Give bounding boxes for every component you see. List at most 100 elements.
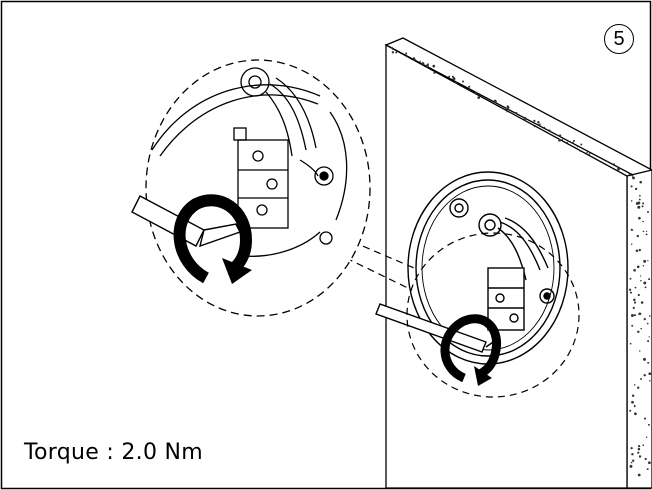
wall-speckle [448, 75, 451, 78]
device-inner-ring [415, 179, 561, 357]
wall-speckle [556, 134, 558, 136]
wall-speckle [641, 205, 644, 208]
wall-speckle [639, 275, 642, 277]
wall-speckle [645, 436, 648, 438]
wall-speckle [628, 288, 632, 291]
wall-speckle [632, 459, 635, 462]
wall-speckle [629, 291, 633, 294]
wall-speckle [645, 230, 648, 233]
wall-speckle [642, 264, 645, 267]
wall-speckle [643, 259, 647, 263]
wall-speckle [643, 357, 646, 361]
wall-speckle [646, 322, 649, 325]
wall-speckle [629, 409, 632, 412]
wall-speckle [533, 119, 536, 123]
wall-speckle [629, 464, 633, 468]
wall-speckle [454, 81, 457, 84]
wall-speckle [561, 138, 564, 141]
wall-speckle [642, 444, 645, 447]
wall-speckle [647, 361, 650, 364]
wall-speckle [468, 85, 471, 88]
wall-speckle [640, 301, 644, 304]
wall-speckle [572, 139, 576, 142]
wall-speckle [533, 125, 536, 128]
wall-speckle [638, 216, 641, 220]
wall-speckle [631, 394, 635, 397]
wall-speckle [579, 149, 582, 152]
wall-speckle [633, 298, 636, 300]
wall-speckle [576, 145, 579, 148]
wall-speckle [629, 277, 632, 280]
wall-speckle [643, 281, 647, 285]
wall-speckle [544, 128, 547, 131]
wall-speckle [461, 80, 465, 83]
detail-cable-clamp [314, 166, 334, 186]
wall-speckle [647, 260, 649, 262]
wall-speckle [640, 378, 643, 380]
wall-speckle [628, 173, 630, 175]
wall-speckle [537, 121, 540, 124]
wall-speckle [643, 374, 646, 376]
connector-line-bottom [345, 257, 413, 291]
wall-speckle [538, 123, 541, 126]
wall-speckle [643, 318, 646, 321]
wall-speckle [637, 444, 641, 448]
wall-speckle [647, 423, 650, 426]
wall-speckle [629, 342, 632, 345]
wall-speckle [639, 195, 641, 197]
wall-speckle [506, 106, 510, 109]
wall-speckle [642, 202, 645, 205]
wall-top-face [384, 37, 652, 186]
wall-speckle [630, 461, 633, 464]
wall-speckle [638, 248, 641, 252]
detail-cables [265, 77, 317, 157]
wall-speckle [613, 163, 615, 165]
wall-speckle [635, 187, 638, 190]
torque-label: Torque : 2.0 Nm [24, 440, 204, 465]
wall-speckle [631, 174, 634, 177]
wall-speckle [648, 336, 650, 338]
wall-speckle [580, 143, 583, 146]
wall-speckle [607, 160, 609, 163]
wall-speckle [405, 52, 408, 55]
wall-speckle [636, 234, 639, 238]
wall-speckle [637, 293, 640, 297]
wall-speckle [631, 324, 634, 327]
wall-speckle [432, 64, 436, 68]
wall-speckle [635, 249, 639, 252]
wall-speckle [395, 51, 398, 54]
wall-speckle [572, 141, 574, 143]
device-gland-inner [454, 203, 464, 213]
wall-speckle [632, 306, 635, 309]
wall-speckle [633, 384, 636, 386]
wall-speckle [630, 200, 633, 202]
wall-speckle [642, 230, 645, 233]
wall-speckle [637, 473, 641, 477]
wall-speckle [633, 314, 636, 317]
wall-speckle [637, 205, 641, 209]
wall-speckle [643, 417, 647, 420]
wall-speckle [638, 198, 641, 201]
wall-speckle [468, 89, 471, 91]
wall-speckle [648, 461, 651, 465]
wall-speckle [390, 46, 394, 49]
device-gland [449, 198, 469, 218]
wall-speckle [633, 404, 636, 407]
wall-speckle [633, 301, 637, 304]
wall-texture [390, 46, 652, 477]
step-number-badge: 5 [604, 24, 634, 54]
wall-speckle [506, 111, 508, 113]
wall-speckle [644, 286, 647, 289]
wall-speckle [640, 327, 642, 330]
device-terminal-block [487, 267, 525, 331]
wall-speckle [648, 278, 651, 281]
mounted-device [407, 171, 569, 365]
rotation-arrow-large [173, 194, 253, 284]
wall-speckle [630, 314, 634, 317]
wall-speckle [634, 286, 637, 289]
wall-speckle [644, 457, 647, 461]
wall-speckle [630, 185, 633, 188]
detail-gland [240, 67, 270, 97]
wall-speckle [548, 129, 551, 132]
wall-speckle [477, 96, 481, 99]
